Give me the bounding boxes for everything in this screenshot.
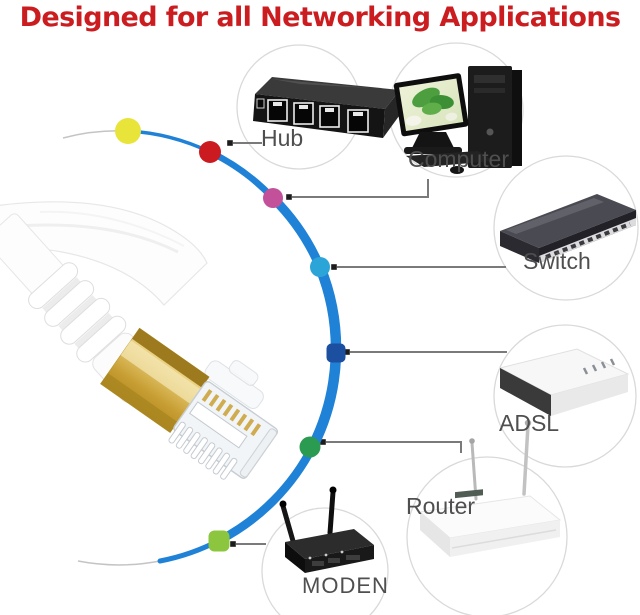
moden-connector-square: [230, 541, 236, 547]
router-groove: [451, 529, 557, 549]
pin-comb-teeth: [168, 421, 238, 480]
router-icon: [418, 419, 562, 557]
hub-top-print: [272, 79, 370, 88]
computer-icon: [393, 66, 522, 174]
router-antenna-tip: [524, 419, 532, 427]
moden-antenna-right: [327, 489, 336, 536]
router-left-face: [420, 512, 450, 557]
monitor-stand: [412, 132, 454, 148]
callout-markers: [227, 140, 350, 547]
moden-dot: [208, 530, 230, 552]
boot-ridge: [60, 297, 111, 345]
yellow-dot: [115, 118, 141, 144]
switch-front-strip: [539, 218, 636, 263]
moden-label: MODEN: [302, 573, 389, 598]
switch-dot: [310, 257, 330, 277]
computer-label: Computer: [408, 146, 509, 172]
tower-drive-2: [474, 88, 505, 93]
hub-dot: [199, 141, 221, 163]
tower-drive: [474, 75, 505, 83]
arc-segment: [268, 193, 325, 272]
hub-icon: [253, 77, 400, 138]
moden-antenna-tip: [329, 486, 337, 494]
callout-connectors: [233, 142, 507, 545]
adsl-connector-square: [344, 349, 350, 355]
arc-segment: [215, 441, 318, 545]
keyboard: [406, 151, 494, 167]
switch-icon: [500, 194, 636, 263]
computer-dot: [263, 188, 283, 208]
hub-top: [255, 77, 400, 109]
arc-segment: [206, 148, 277, 202]
gold-pins: [201, 389, 262, 437]
moden-leds: [308, 550, 344, 560]
page-title: Designed for all Networking Applications: [19, 2, 621, 33]
router-logo-stripe: [455, 489, 483, 499]
moden-left-face: [285, 542, 305, 573]
adsl-left-face: [500, 368, 551, 416]
hub-power-jack: [256, 98, 265, 109]
ethernet-cable-rj45-icon: [0, 201, 279, 480]
boot-gap: [58, 295, 99, 333]
cable-crease-2: [39, 210, 185, 247]
plant-leaf: [421, 102, 442, 115]
boot-gap: [42, 277, 83, 315]
router-antenna-left: [470, 441, 478, 501]
boot-ridge: [76, 315, 127, 363]
gold-shine: [120, 340, 201, 404]
router-antenna-right: [522, 423, 530, 496]
connector-tip: [239, 428, 278, 478]
plant-flower: [405, 115, 422, 126]
router-label: Router: [406, 493, 476, 519]
moden-top: [285, 529, 374, 559]
adsl-label: ADSL: [499, 410, 560, 436]
mouse: [450, 166, 464, 174]
switch-top: [500, 194, 636, 248]
modem-icon: [279, 486, 374, 573]
computer-connector-square: [286, 194, 292, 200]
monitor-base: [404, 147, 462, 154]
crystal-window: [189, 401, 248, 449]
connector-latch-step: [228, 360, 259, 386]
adsl-front: [551, 374, 628, 416]
switch-ports: [545, 222, 631, 259]
hub-connector-square: [227, 140, 233, 146]
gold-bottom-facet: [100, 373, 178, 433]
router-dot: [299, 436, 321, 458]
switch-front-left: [500, 231, 539, 263]
tower-power-button: [486, 128, 494, 136]
rj45-connector: [100, 327, 279, 480]
boot-ridge: [44, 280, 95, 327]
moden-front-details: [312, 555, 360, 566]
plant-flower: [445, 112, 458, 121]
router-antenna-tip: [469, 438, 475, 444]
hub-port-pins: [273, 102, 363, 116]
monitor: [393, 73, 469, 137]
switch-connector-square: [331, 264, 337, 270]
boot-ridge: [28, 262, 79, 310]
gold-top-facet: [132, 328, 210, 388]
adsl-modem-icon: [498, 348, 630, 416]
switch-top-sheen: [506, 198, 604, 234]
computer-connector-line: [292, 179, 429, 198]
moden-antenna-tip: [279, 500, 287, 508]
hub-label: Hub: [261, 125, 304, 151]
arc-tail-bottom2: [77, 560, 161, 566]
tower-side: [510, 70, 522, 166]
adsl-leds: [582, 358, 616, 375]
hub-end: [383, 90, 400, 138]
boot-gap: [74, 312, 115, 351]
router-connector-line: [326, 441, 462, 453]
router-connector-square: [320, 439, 326, 445]
switch-label: Switch: [523, 248, 591, 274]
moden-antenna-left: [280, 503, 296, 544]
adsl-dot: [326, 343, 346, 363]
